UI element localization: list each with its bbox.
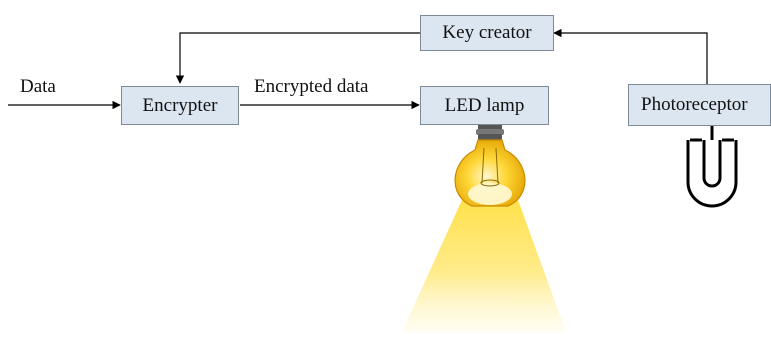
led-lamp-block: LED lamp [420,86,549,125]
encrypted-data-label: Encrypted data [254,76,369,97]
light-beam [402,200,566,332]
edge-key-to-encrypter [175,32,420,84]
light-bulb-icon [454,121,526,207]
photoreceptor-block: Photoreceptor [628,84,771,126]
photoreceptor-sensor-icon [686,126,738,208]
key-creator-block: Key creator [420,15,554,51]
edge-photoreceptor-to-key [553,28,708,84]
encrypter-block: Encrypter [121,86,239,125]
data-input-label: Data [20,76,56,97]
